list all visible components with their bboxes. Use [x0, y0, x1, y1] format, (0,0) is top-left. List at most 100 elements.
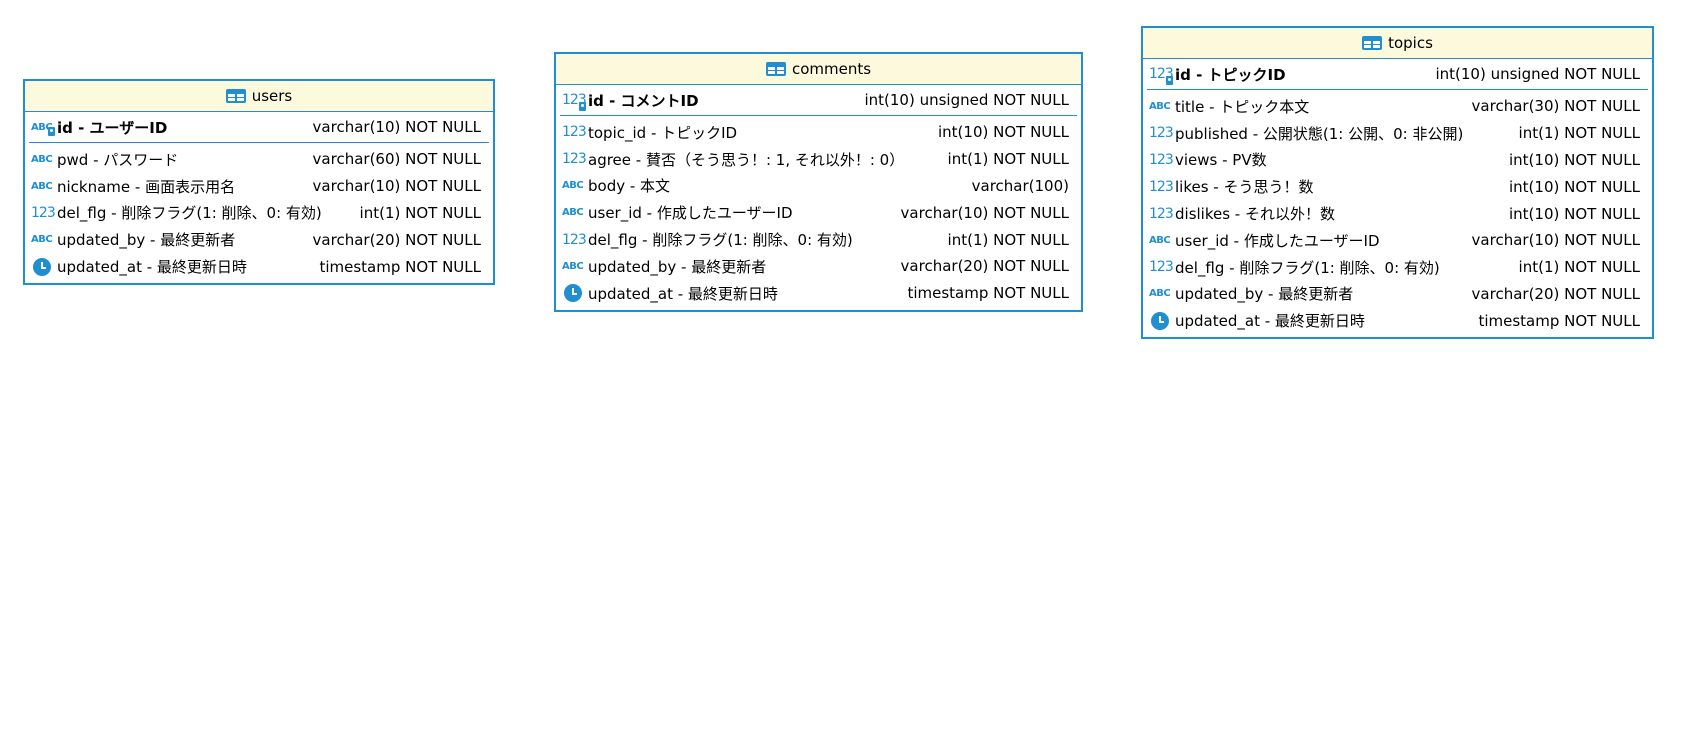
column-name: del_flg - 削除フラグ(1: 削除、0: 有効) [588, 231, 853, 250]
column-name: updated_by - 最終更新者 [588, 257, 767, 276]
column-name: views - PV数 [1175, 151, 1267, 170]
column-type: int(10) NOT NULL [1509, 150, 1640, 169]
column-name: id - コメントID [588, 91, 699, 110]
column-type: int(10) NOT NULL [938, 123, 1069, 142]
number-icon: 123 [562, 231, 587, 248]
column-type: int(1) NOT NULL [947, 150, 1069, 169]
abc-icon: ABC [562, 260, 584, 272]
column-name: pwd - パスワード [57, 150, 179, 169]
column-name: nickname - 画面表示用名 [57, 177, 236, 196]
table-header[interactable]: topics [1143, 28, 1652, 59]
column-type: int(10) NOT NULL [1509, 177, 1640, 196]
column-name: updated_at - 最終更新日時 [1175, 312, 1365, 331]
column-row[interactable]: ABC nickname - 画面表示用名 varchar(10) NOT NULL [29, 173, 489, 200]
column-name: dislikes - それ以外！数 [1175, 205, 1335, 224]
column-type: varchar(20) NOT NULL [1471, 284, 1640, 303]
column-name: id - ユーザーID [57, 118, 168, 137]
number-icon: 123 [1149, 125, 1174, 142]
column-type: varchar(10) NOT NULL [312, 118, 481, 136]
column-name: title - トピック本文 [1175, 97, 1310, 116]
number-icon: 123 [1149, 178, 1174, 195]
column-row[interactable]: ABC user_id - 作成したユーザーID varchar(10) NOT N… [1147, 227, 1648, 254]
abc-icon: ABC [1149, 288, 1171, 300]
column-name: updated_by - 最終更新者 [1175, 285, 1354, 304]
table-icon [1362, 36, 1383, 50]
number-icon: 123 [1149, 151, 1174, 168]
clock-icon [31, 257, 55, 276]
column-name: id - トピックID [1175, 65, 1286, 84]
abc-icon: ABC [31, 234, 53, 246]
table-icon [765, 62, 786, 76]
abc-icon: ABC [31, 180, 53, 192]
column-list: ABC title - トピック本文 varchar(30) NOT NULL 123… [1143, 90, 1652, 337]
column-type: int(10) NOT NULL [1509, 204, 1640, 223]
column-name: likes - そう思う！数 [1175, 178, 1314, 197]
table-title: users [251, 87, 293, 105]
column-row[interactable]: ABC updated_by - 最終更新者 varchar(20) NOT NUL… [560, 253, 1077, 280]
column-name: user_id - 作成したユーザーID [1175, 231, 1380, 250]
column-name: del_flg - 削除フラグ(1: 削除、0: 有効) [1175, 258, 1440, 277]
number-key-icon: 123 [562, 92, 587, 111]
column-row[interactable]: ABC updated_by - 最終更新者 varchar(20) NOT NUL… [1147, 281, 1648, 308]
column-type: int(10) unsigned NOT NULL [1435, 65, 1640, 83]
column-name: topic_id - トピックID [588, 123, 738, 142]
table-icon [225, 89, 246, 103]
column-type: int(10) unsigned NOT NULL [864, 91, 1069, 109]
column-name: updated_at - 最終更新日時 [588, 284, 778, 303]
column-type: varchar(10) NOT NULL [312, 177, 481, 196]
column-type: varchar(100) [971, 176, 1069, 195]
column-row[interactable]: updated_at - 最終更新日時 timestamp NOT NULL [1147, 307, 1648, 334]
column-row[interactable]: updated_at - 最終更新日時 timestamp NOT NULL [560, 280, 1077, 307]
column-type: timestamp NOT NULL [1478, 311, 1640, 330]
clock-icon [1149, 311, 1173, 330]
column-type: varchar(10) NOT NULL [1471, 231, 1640, 250]
clock-icon [562, 284, 586, 303]
column-type: varchar(20) NOT NULL [900, 257, 1069, 276]
column-type: varchar(20) NOT NULL [312, 230, 481, 249]
abc-icon: ABC [31, 153, 53, 165]
number-icon: 123 [1149, 205, 1174, 222]
number-key-icon: 123 [1149, 66, 1174, 85]
table-header[interactable]: users [25, 81, 493, 112]
table-title: comments [791, 60, 872, 78]
number-icon: 123 [562, 124, 587, 141]
number-icon: 123 [562, 151, 587, 168]
column-name: del_flg - 削除フラグ(1: 削除、0: 有効) [57, 204, 322, 223]
column-type: int(1) NOT NULL [1518, 124, 1640, 143]
number-icon: 123 [1149, 259, 1174, 276]
column-name: updated_by - 最終更新者 [57, 231, 236, 250]
number-icon: 123 [31, 204, 56, 221]
column-type: timestamp NOT NULL [907, 284, 1069, 303]
column-type: varchar(30) NOT NULL [1471, 97, 1640, 116]
abc-icon: ABC [1149, 234, 1171, 246]
column-row[interactable]: ABC updated_by - 最終更新者 varchar(20) NOT NUL… [29, 226, 489, 253]
table-header[interactable]: comments [556, 54, 1081, 85]
column-type: int(1) NOT NULL [359, 203, 481, 222]
abc-icon: ABC [562, 207, 584, 219]
column-name: updated_at - 最終更新日時 [57, 258, 247, 277]
column-name: body - 本文 [588, 177, 671, 196]
column-type: varchar(10) NOT NULL [900, 203, 1069, 222]
